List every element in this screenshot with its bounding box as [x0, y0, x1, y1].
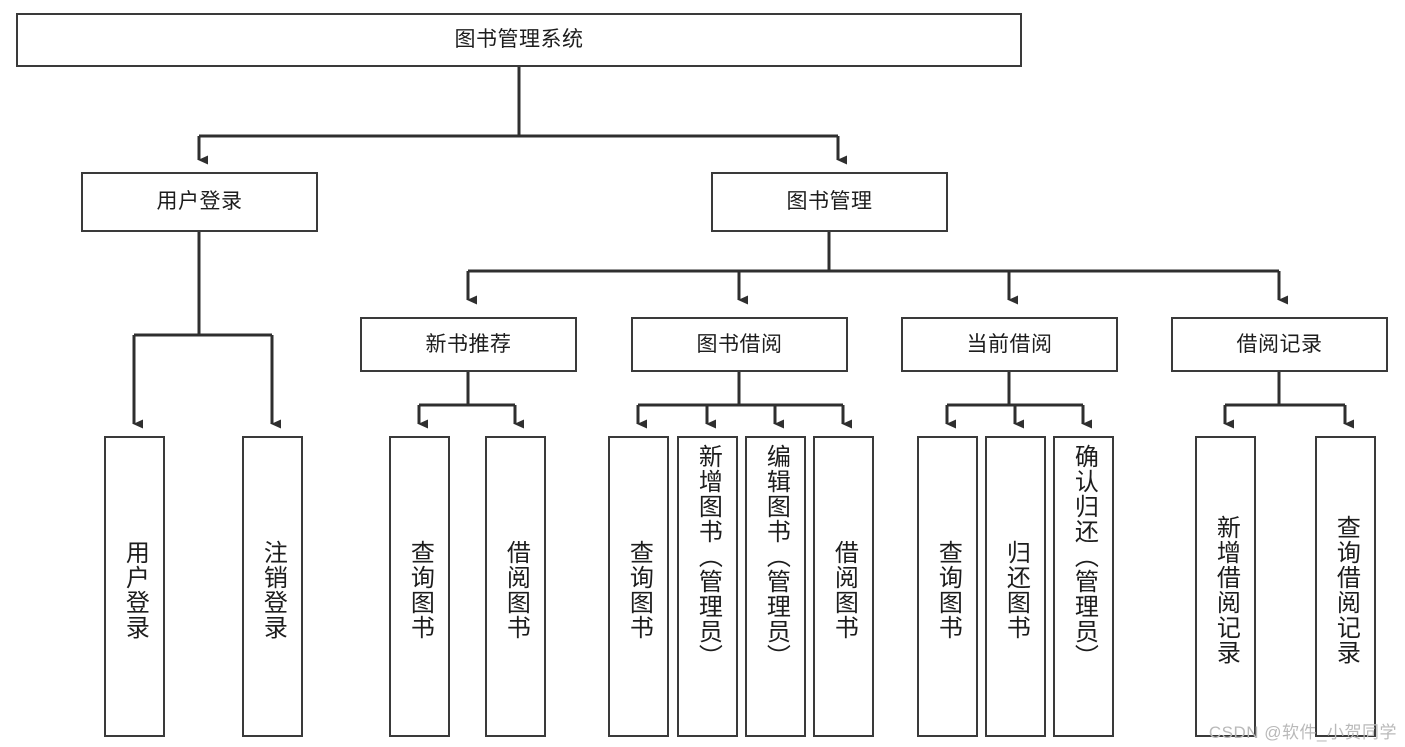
node-new-book-recommend-label: 新书推荐	[425, 332, 512, 356]
leaf-new-book-borrow-label: 借阅图书	[502, 539, 530, 640]
leaf-borrow-query-book-label: 查询图书	[625, 539, 653, 640]
leaf-borrow-borrow-book-label: 借阅图书	[830, 539, 858, 640]
leaf-user-login-login-label: 用户登录	[121, 539, 149, 640]
leaf-record-query-record-label: 查询借阅记录	[1332, 514, 1360, 665]
node-book-management[interactable]: 图书管理	[711, 172, 948, 232]
leaf-user-login-logout-label: 注销登录	[259, 539, 287, 640]
leaf-current-query-book[interactable]: 查询图书	[917, 436, 978, 737]
node-borrow-record[interactable]: 借阅记录	[1171, 317, 1388, 372]
leaf-new-book-borrow[interactable]: 借阅图书	[485, 436, 546, 737]
node-book-borrow[interactable]: 图书借阅	[631, 317, 848, 372]
leaf-current-return-book[interactable]: 归还图书	[985, 436, 1046, 737]
leaf-current-confirm-return[interactable]: 确认归还（管理员）	[1053, 436, 1114, 737]
leaf-user-login-login[interactable]: 用户登录	[104, 436, 165, 737]
leaf-new-book-query-label: 查询图书	[406, 539, 434, 640]
leaf-borrow-query-book[interactable]: 查询图书	[608, 436, 669, 737]
leaf-borrow-add-book-label: 新增图书（管理员）	[694, 444, 722, 669]
node-new-book-recommend[interactable]: 新书推荐	[360, 317, 577, 372]
node-root-label: 图书管理系统	[454, 28, 584, 52]
leaf-current-confirm-return-label: 确认归还（管理员）	[1070, 444, 1098, 669]
node-current-borrow-label: 当前借阅	[966, 332, 1053, 356]
node-root[interactable]: 图书管理系统	[16, 13, 1022, 67]
node-user-login[interactable]: 用户登录	[81, 172, 318, 232]
leaf-borrow-add-book[interactable]: 新增图书（管理员）	[677, 436, 738, 737]
leaf-borrow-edit-book-label: 编辑图书（管理员）	[762, 444, 790, 669]
leaf-borrow-borrow-book[interactable]: 借阅图书	[813, 436, 874, 737]
leaf-current-query-book-label: 查询图书	[934, 539, 962, 640]
leaf-current-return-book-label: 归还图书	[1002, 539, 1030, 640]
leaf-record-query-record[interactable]: 查询借阅记录	[1315, 436, 1376, 737]
node-user-login-label: 用户登录	[156, 190, 243, 214]
node-current-borrow[interactable]: 当前借阅	[901, 317, 1118, 372]
leaf-record-add-record-label: 新增借阅记录	[1212, 514, 1240, 665]
leaf-borrow-edit-book[interactable]: 编辑图书（管理员）	[745, 436, 806, 737]
leaf-record-add-record[interactable]: 新增借阅记录	[1195, 436, 1256, 737]
node-borrow-record-label: 借阅记录	[1236, 332, 1323, 356]
leaf-new-book-query[interactable]: 查询图书	[389, 436, 450, 737]
leaf-user-login-logout[interactable]: 注销登录	[242, 436, 303, 737]
node-book-management-label: 图书管理	[786, 190, 873, 214]
node-book-borrow-label: 图书借阅	[696, 332, 783, 356]
